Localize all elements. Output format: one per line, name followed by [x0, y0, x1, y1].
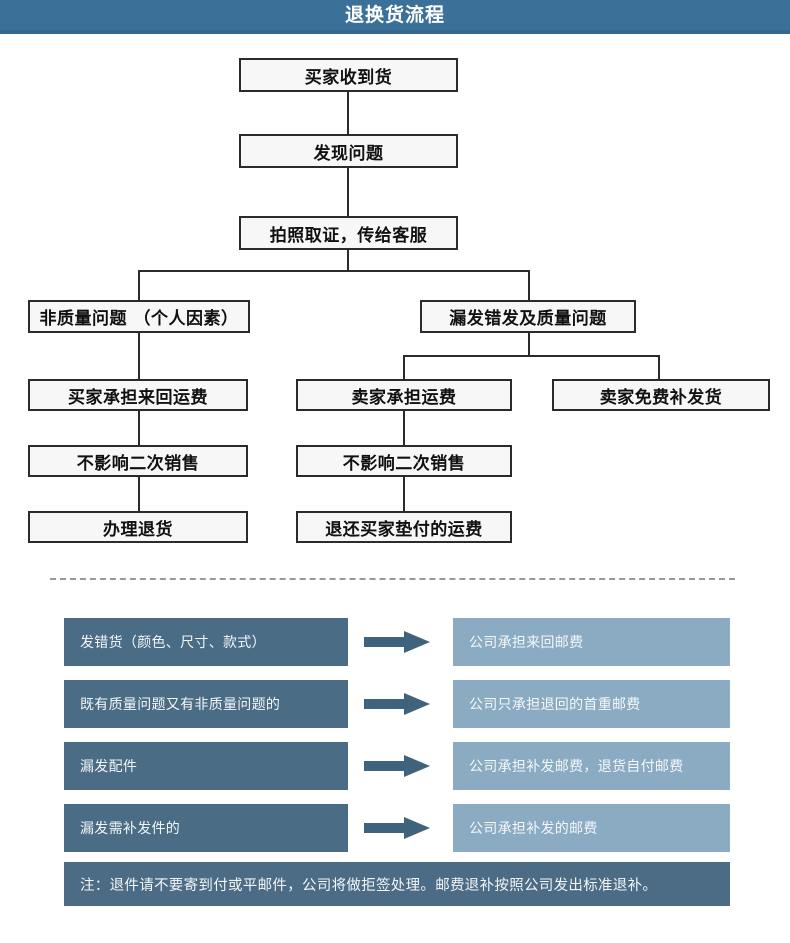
flow-node-photo-evidence: 拍照取证，传给客服 [239, 216, 458, 250]
section-divider [50, 578, 735, 580]
flowchart: 买家收到货 发现问题 拍照取证，传给客服 非质量问题 （个人因素） 漏发错发及质… [0, 34, 790, 564]
policy-row: 既有质量问题又有非质量问题的 公司只承担退回的首重邮费 [64, 680, 730, 728]
connector-sellerfreight-to-resale [403, 411, 405, 445]
connector-problem-to-photo [347, 168, 349, 216]
arrow-right-icon [364, 631, 430, 653]
title-bar-underline [0, 30, 790, 34]
arrow-right-icon [364, 693, 430, 715]
page-title: 退换货流程 [344, 3, 445, 26]
connector-photo-stem [347, 250, 349, 270]
connector-buyerfreight-to-resale [138, 411, 140, 445]
connector-nonquality-to-buyerfreight [138, 333, 140, 379]
page-title-bar: 退换货流程 [0, 0, 790, 30]
flow-node-buyer-freight: 买家承担来回运费 [28, 379, 248, 411]
split-drop-seller-freight [403, 355, 405, 379]
connector-received-to-problem [347, 92, 349, 168]
flow-node-quality: 漏发错发及质量问题 [420, 300, 636, 333]
policy-condition: 既有质量问题又有非质量问题的 [64, 680, 348, 728]
policy-row: 漏发配件 公司承担补发邮费，退货自付邮费 [64, 742, 730, 790]
policy-result: 公司承担来回邮费 [453, 618, 730, 666]
connector-resale-to-refund [403, 477, 405, 511]
arrow-right-icon [364, 817, 430, 839]
flow-node-resale-mid: 不影响二次销售 [296, 445, 512, 477]
split-bar-main [138, 270, 530, 272]
split-drop-right [528, 270, 530, 300]
flow-node-seller-freight: 卖家承担运费 [296, 379, 512, 411]
flow-node-non-quality: 非质量问题 （个人因素） [28, 300, 250, 333]
split-drop-left [138, 270, 140, 300]
flow-node-received: 买家收到货 [239, 58, 458, 92]
arrow-right-icon [364, 755, 430, 777]
flow-node-found-problem: 发现问题 [239, 134, 458, 168]
connector-quality-stem [528, 333, 530, 355]
policy-condition: 漏发配件 [64, 742, 348, 790]
split-drop-seller-reship [658, 355, 660, 379]
flow-node-seller-reship: 卖家免费补发货 [552, 379, 770, 411]
connector-resale-to-return [138, 477, 140, 511]
split-bar-quality [403, 355, 660, 357]
flow-node-resale-left: 不影响二次销售 [28, 445, 248, 477]
policy-result: 公司承担补发邮费，退货自付邮费 [453, 742, 730, 790]
policy-result: 公司只承担退回的首重邮费 [453, 680, 730, 728]
policy-condition: 发错货（颜色、尺寸、款式） [64, 618, 348, 666]
flow-node-process-return: 办理退货 [28, 511, 248, 543]
flow-node-refund-freight: 退还买家垫付的运费 [296, 511, 512, 543]
policy-row: 发错货（颜色、尺寸、款式） 公司承担来回邮费 [64, 618, 730, 666]
policy-result: 公司承担补发的邮费 [453, 804, 730, 852]
policy-row: 漏发需补发件的 公司承担补发的邮费 [64, 804, 730, 852]
policy-condition: 漏发需补发件的 [64, 804, 348, 852]
policy-note: 注：退件请不要寄到付或平邮件，公司将做拒签处理。邮费退补按照公司发出标准退补。 [64, 862, 730, 906]
